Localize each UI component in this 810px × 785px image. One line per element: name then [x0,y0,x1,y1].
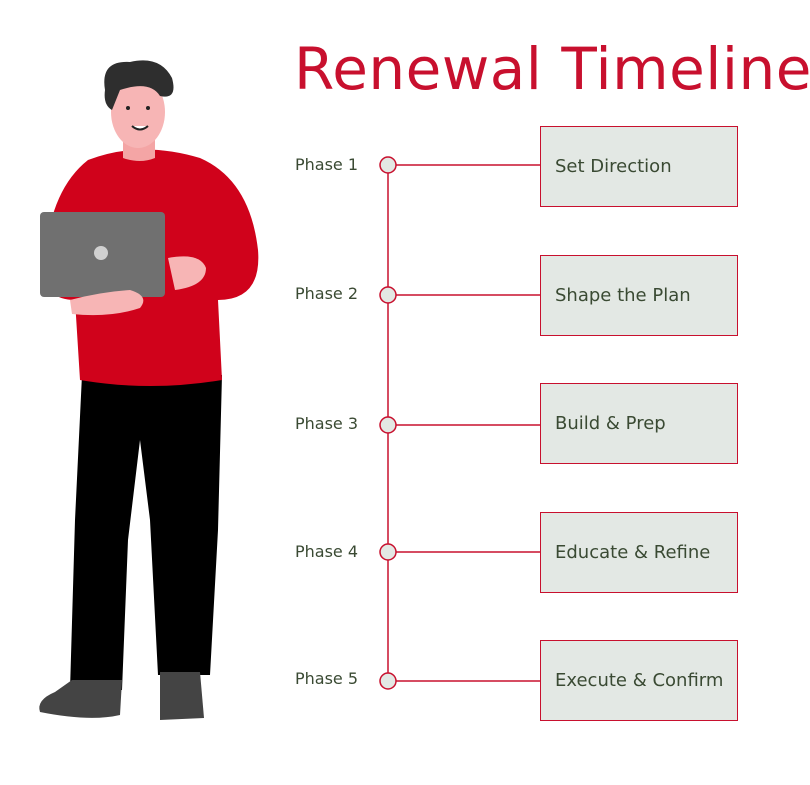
node-5 [379,672,397,690]
step-box-4: Educate & Refine [540,512,738,593]
left-hand [70,290,144,316]
phase-label-4: Phase 4 [295,542,359,561]
step-label-5: Execute & Confirm [555,670,724,691]
node-1 [379,156,397,174]
step-label-3: Build & Prep [555,413,666,434]
laptop-logo [94,246,108,260]
step-label-2: Shape the Plan [555,285,691,306]
left-shoe [39,680,122,718]
step-box-5: Execute & Confirm [540,640,738,721]
phase-label-2: Phase 2 [295,284,359,303]
left-eye [126,106,130,110]
step-label-4: Educate & Refine [555,542,711,563]
node-2 [379,286,397,304]
step-box-3: Build & Prep [540,383,738,464]
trousers [70,375,222,690]
phase-label-1: Phase 1 [295,155,359,174]
person-illustration [39,60,259,720]
step-box-2: Shape the Plan [540,255,738,336]
right-eye [146,106,150,110]
right-hand [168,256,206,290]
smile [131,125,149,131]
phase-label-5: Phase 5 [295,669,359,688]
node-4 [379,543,397,561]
right-shoe [160,672,204,720]
page-title: Renewal Timeline [294,35,810,103]
step-label-1: Set Direction [555,156,672,177]
face [111,76,165,148]
phase-label-3: Phase 3 [295,414,359,433]
step-box-1: Set Direction [540,126,738,207]
hair [104,60,174,110]
node-3 [379,416,397,434]
